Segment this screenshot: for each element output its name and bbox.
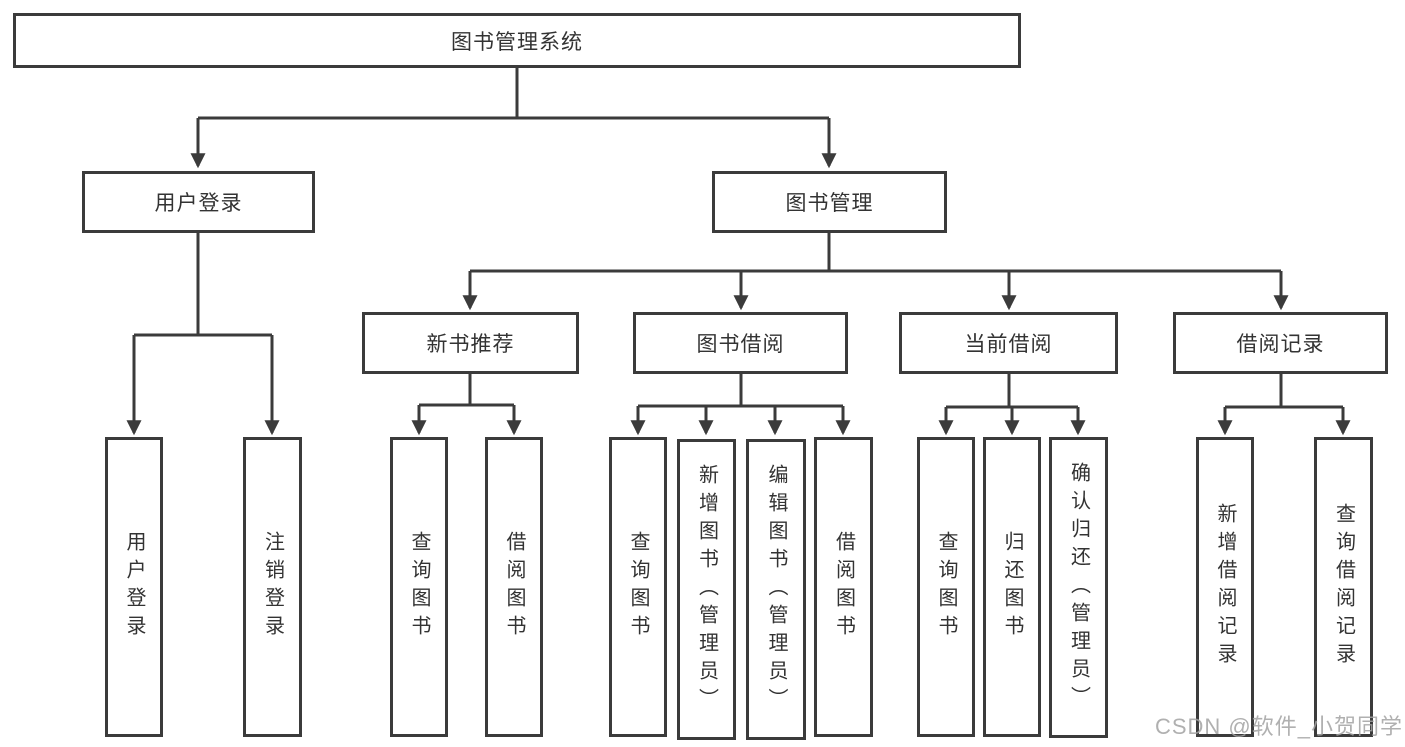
node-label: 查询图书 [627, 531, 649, 643]
connector-current-borrow-children [938, 374, 1086, 436]
node-label: 确认归还（管理员） [1067, 461, 1090, 714]
leaf-query-book-3: 查询图书 [917, 437, 975, 737]
node-label: 图书借阅 [696, 333, 785, 356]
leaf-add-borrow-record: 新增借阅记录 [1196, 437, 1254, 737]
node-label: 借阅记录 [1236, 333, 1325, 356]
leaf-add-book-admin: 新增图书（管理员） [677, 439, 736, 740]
leaf-query-book-2: 查询图书 [609, 437, 667, 737]
leaf-logout: 注销登录 [243, 437, 302, 737]
leaf-borrow-book-2: 借阅图书 [814, 437, 873, 737]
connector-book-borrow-children [630, 374, 851, 436]
node-label: 查询图书 [408, 531, 430, 643]
node-library-management-system: 图书管理系统 [13, 13, 1021, 68]
node-label: 用户登录 [123, 531, 145, 643]
node-label: 注销登录 [261, 531, 284, 643]
leaf-edit-book-admin: 编辑图书（管理员） [746, 439, 806, 740]
leaf-borrow-book-1: 借阅图书 [485, 437, 543, 737]
connector-user-login-children [126, 233, 280, 436]
node-label: 当前借阅 [964, 333, 1053, 356]
node-label: 归还图书 [1001, 531, 1023, 643]
connector-book-management-to-level3 [462, 233, 1289, 311]
node-user-login: 用户登录 [82, 171, 315, 233]
leaf-user-login: 用户登录 [105, 437, 163, 737]
node-label: 查询借阅记录 [1332, 503, 1355, 671]
node-book-management: 图书管理 [712, 171, 947, 233]
node-label: 图书管理 [785, 192, 874, 215]
connector-new-book-children [411, 374, 522, 436]
leaf-query-borrow-record: 查询借阅记录 [1314, 437, 1373, 737]
node-label: 用户登录 [154, 192, 243, 215]
node-label: 借阅图书 [503, 531, 525, 643]
node-label: 图书管理系统 [451, 30, 583, 54]
node-label: 新增图书（管理员） [695, 463, 718, 716]
node-label: 新增借阅记录 [1214, 503, 1236, 671]
leaf-confirm-return-admin: 确认归还（管理员） [1049, 437, 1108, 738]
leaf-query-book-1: 查询图书 [390, 437, 448, 737]
leaf-return-book: 归还图书 [983, 437, 1041, 737]
node-label: 编辑图书（管理员） [765, 463, 787, 716]
node-book-borrow: 图书借阅 [633, 312, 848, 374]
node-label: 借阅图书 [832, 531, 855, 643]
node-label: 查询图书 [935, 531, 957, 643]
node-label: 新书推荐 [426, 333, 515, 356]
node-new-book-recommend: 新书推荐 [362, 312, 579, 374]
connector-borrow-record-children [1217, 374, 1351, 436]
node-borrow-record: 借阅记录 [1173, 312, 1388, 374]
node-current-borrow: 当前借阅 [899, 312, 1118, 374]
connector-root-to-level2 [190, 68, 837, 169]
